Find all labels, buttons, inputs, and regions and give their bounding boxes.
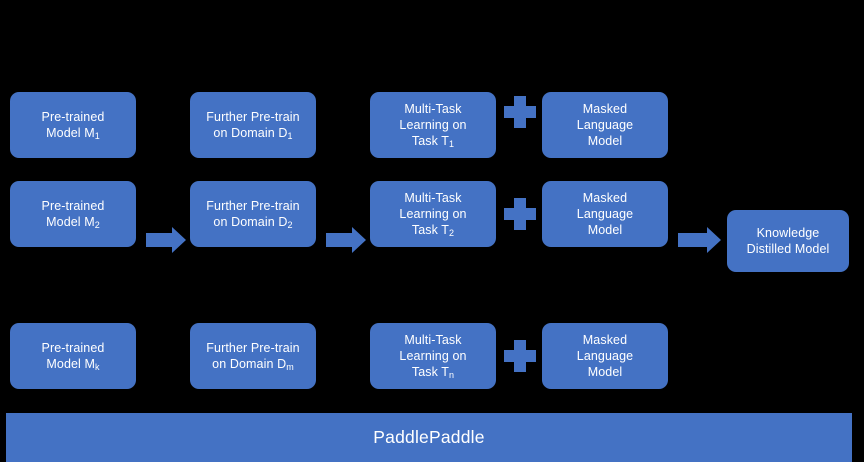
node-label: Pre-trained Model Mk bbox=[41, 340, 105, 373]
node-label: Multi-Task Learning on Task T2 bbox=[399, 190, 467, 239]
node-label: Further Pre-train on Domain D2 bbox=[206, 198, 300, 231]
node-multitask-learning-task-2[interactable]: Multi-Task Learning on Task T2 bbox=[370, 181, 496, 247]
node-pretrained-model-k[interactable]: Pre-trained Model Mk bbox=[10, 323, 136, 389]
node-label: Multi-Task Learning on Task T1 bbox=[399, 101, 467, 150]
node-masked-language-model-1[interactable]: Masked Language Model bbox=[542, 92, 668, 158]
node-label: Multi-Task Learning on Task Tn bbox=[399, 332, 467, 381]
plus-icon-row-3 bbox=[504, 340, 536, 372]
arrow-further-to-multitask bbox=[326, 225, 366, 255]
plus-vertical-bar bbox=[514, 340, 526, 372]
node-further-pretrain-domain-2[interactable]: Further Pre-train on Domain D2 bbox=[190, 181, 316, 247]
node-masked-language-model-3[interactable]: Masked Language Model bbox=[542, 323, 668, 389]
node-multitask-learning-task-n[interactable]: Multi-Task Learning on Task Tn bbox=[370, 323, 496, 389]
plus-icon-row-2 bbox=[504, 198, 536, 230]
plus-vertical-bar bbox=[514, 198, 526, 230]
node-masked-language-model-2[interactable]: Masked Language Model bbox=[542, 181, 668, 247]
node-label: Pre-trained Model M2 bbox=[41, 198, 105, 231]
platform-label: PaddlePaddle bbox=[373, 427, 485, 447]
node-label: Masked Language Model bbox=[576, 101, 634, 149]
node-label: Further Pre-train on Domain D1 bbox=[206, 109, 300, 142]
arrow-head bbox=[172, 227, 186, 253]
arrow-shaft bbox=[678, 233, 708, 247]
arrow-head bbox=[352, 227, 366, 253]
arrow-shaft bbox=[146, 233, 173, 247]
plus-icon-row-1 bbox=[504, 96, 536, 128]
node-pretrained-model-2[interactable]: Pre-trained Model M2 bbox=[10, 181, 136, 247]
node-label: Pre-trained Model M1 bbox=[41, 109, 105, 142]
node-label: Knowledge Distilled Model bbox=[746, 225, 830, 256]
arrow-masked-to-distilled bbox=[678, 225, 722, 255]
node-label: Masked Language Model bbox=[576, 190, 634, 238]
node-knowledge-distilled-model[interactable]: Knowledge Distilled Model bbox=[727, 210, 849, 272]
node-multitask-learning-task-1[interactable]: Multi-Task Learning on Task T1 bbox=[370, 92, 496, 158]
node-further-pretrain-domain-m[interactable]: Further Pre-train on Domain Dm bbox=[190, 323, 316, 389]
node-label: Further Pre-train on Domain Dm bbox=[206, 340, 300, 373]
node-pretrained-model-1[interactable]: Pre-trained Model M1 bbox=[10, 92, 136, 158]
arrow-pretrained-to-further bbox=[146, 225, 186, 255]
plus-vertical-bar bbox=[514, 96, 526, 128]
platform-bar: PaddlePaddle bbox=[6, 413, 852, 462]
arrow-shaft bbox=[326, 233, 353, 247]
node-label: Masked Language Model bbox=[576, 332, 634, 380]
arrow-head bbox=[707, 227, 721, 253]
node-further-pretrain-domain-1[interactable]: Further Pre-train on Domain D1 bbox=[190, 92, 316, 158]
